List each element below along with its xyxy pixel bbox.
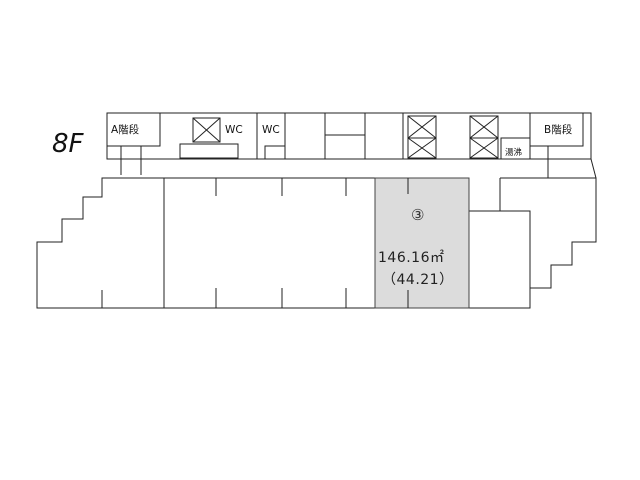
kitchenette-label: 湯沸	[505, 147, 523, 158]
wc-right-label: WC	[262, 124, 280, 136]
floor-outline	[36, 158, 597, 309]
stair-a	[106, 112, 161, 175]
unit-3-area-sqm: 146.16㎡	[378, 250, 445, 266]
stair-a-label: A階段	[111, 123, 140, 136]
core-strip: A階段 WC WC	[106, 112, 592, 178]
unit-3-area-tsubo: （44.21）	[382, 272, 454, 288]
unit-3-number: ③	[411, 206, 424, 224]
elevator-shaft-1	[179, 117, 239, 159]
floor-label: 8F	[52, 129, 85, 159]
stair-b-label: B階段	[544, 123, 573, 136]
elevator-shaft-2	[407, 115, 437, 159]
wc-left-label: WC	[225, 124, 243, 136]
stair-b	[529, 112, 584, 178]
elevator-shaft-3	[469, 115, 499, 159]
unit-3[interactable]: ③ 146.16㎡ （44.21）	[374, 177, 470, 309]
